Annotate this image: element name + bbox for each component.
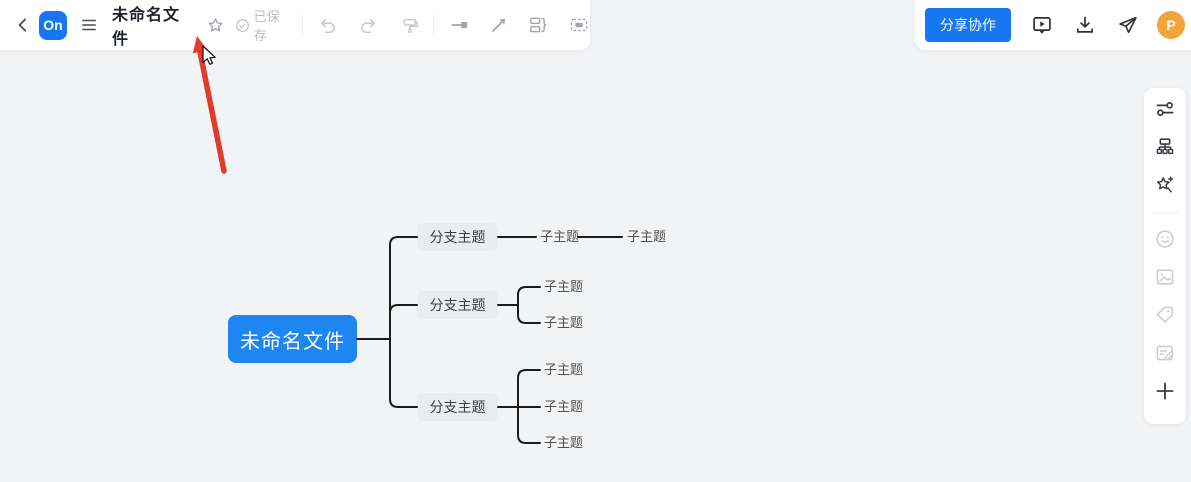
- toolbar-divider: [302, 15, 304, 35]
- ai-magic-star-icon: [1154, 174, 1176, 196]
- user-avatar[interactable]: P: [1157, 11, 1185, 39]
- undo-button[interactable]: [317, 14, 338, 36]
- hamburger-menu-button[interactable]: [79, 14, 100, 36]
- present-button[interactable]: [1030, 13, 1054, 37]
- relation-connector-icon: [450, 15, 470, 35]
- add-button[interactable]: [1154, 380, 1176, 402]
- arrow-icon: [489, 15, 509, 35]
- mindmap-root-node[interactable]: 未命名文件: [228, 315, 357, 363]
- note-edit-icon: [1154, 342, 1176, 364]
- insert-arrow-button[interactable]: [489, 14, 510, 36]
- favorite-star-button[interactable]: [206, 15, 225, 35]
- mindmap-subtopic-node[interactable]: 子主题: [544, 362, 584, 377]
- mindmap-branch-node[interactable]: 分支主题: [417, 223, 498, 251]
- save-status-label: 已保存: [253, 9, 280, 43]
- document-title[interactable]: 未命名文件: [112, 7, 181, 48]
- ai-assistant-button[interactable]: [1154, 174, 1176, 196]
- right-sidebar: [1144, 88, 1186, 424]
- redo-button[interactable]: [358, 14, 379, 36]
- toolbar-divider: [432, 15, 434, 35]
- star-icon: [207, 17, 224, 34]
- paper-plane-icon: [1117, 14, 1139, 36]
- download-icon: [1074, 14, 1096, 36]
- mindmap-subtopic-node[interactable]: 子主题: [540, 229, 580, 244]
- tag-button[interactable]: [1154, 304, 1176, 326]
- structure-tree-icon: [1154, 136, 1176, 158]
- download-button[interactable]: [1073, 13, 1097, 37]
- image-icon: [1154, 266, 1176, 288]
- note-button[interactable]: [1154, 342, 1176, 364]
- insert-image-button[interactable]: [1154, 266, 1176, 288]
- plus-icon: [1154, 380, 1176, 402]
- mindmap-branch-node[interactable]: 分支主题: [417, 393, 498, 421]
- mindmap-subtopic-node[interactable]: 子主题: [544, 435, 584, 450]
- mindmap-subtopic-node[interactable]: 子主题: [544, 399, 584, 414]
- boundary-frame-icon: [569, 15, 589, 35]
- send-share-button[interactable]: [1116, 13, 1140, 37]
- save-status: 已保存: [235, 6, 291, 44]
- sliders-icon: [1154, 98, 1176, 120]
- share-collaborate-button[interactable]: 分享协作: [925, 8, 1011, 42]
- sidebar-divider: [1152, 212, 1178, 213]
- hamburger-menu-icon: [80, 16, 98, 34]
- mindmap-subtopic-node[interactable]: 子主题: [627, 229, 667, 244]
- mindmap-branch-node[interactable]: 分支主题: [417, 291, 498, 319]
- back-button[interactable]: [12, 14, 33, 36]
- redo-icon: [359, 16, 378, 35]
- boundary-button[interactable]: [569, 14, 590, 36]
- style-settings-button[interactable]: [1154, 98, 1176, 120]
- emoji-button[interactable]: [1154, 228, 1176, 250]
- format-painter-button[interactable]: [400, 14, 421, 36]
- structure-button[interactable]: [1154, 136, 1176, 158]
- mindmap-subtopic-node[interactable]: 子主题: [544, 315, 584, 330]
- undo-icon: [318, 16, 337, 35]
- top-toolbar-right: 分享协作 P: [915, 0, 1191, 50]
- mindmap-subtopic-node[interactable]: 子主题: [544, 279, 584, 294]
- smiley-icon: [1154, 228, 1176, 250]
- chevron-left-icon: [14, 16, 32, 34]
- relation-line-button[interactable]: [450, 14, 471, 36]
- summary-brace-icon: [528, 15, 548, 35]
- paint-roller-icon: [401, 16, 420, 35]
- presentation-play-icon: [1031, 14, 1053, 36]
- top-toolbar-left: On 未命名文件 已保存: [0, 0, 590, 50]
- tag-icon: [1154, 304, 1176, 326]
- summary-button[interactable]: [528, 14, 549, 36]
- processon-logo[interactable]: On: [39, 10, 67, 40]
- check-circle-icon: [235, 18, 250, 33]
